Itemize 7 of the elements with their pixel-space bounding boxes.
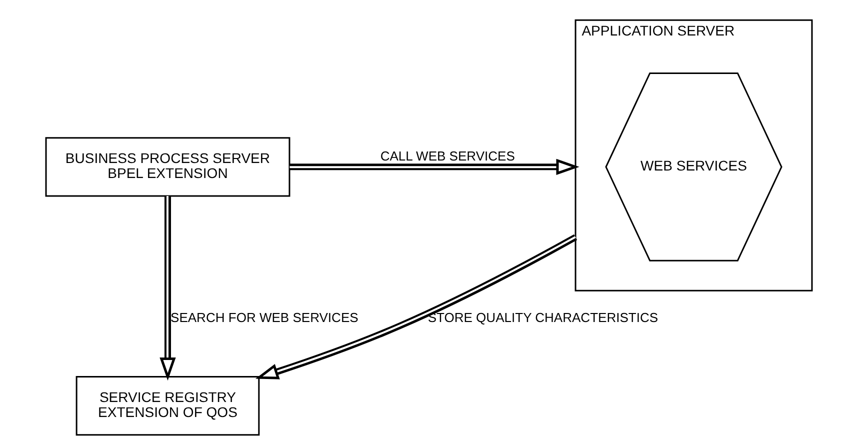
- edge-label: SEARCH FOR WEB SERVICES: [170, 310, 358, 326]
- node-box: BUSINESS PROCESS SERVER BPEL EXTENSION: [44, 137, 290, 197]
- arrow: [289, 158, 579, 175]
- arrow: [159, 196, 176, 381]
- edge-label: CALL WEB SERVICES: [380, 148, 514, 164]
- arrow: [254, 234, 577, 380]
- node-box: SERVICE REGISTRY EXTENSION OF QOS: [75, 376, 260, 436]
